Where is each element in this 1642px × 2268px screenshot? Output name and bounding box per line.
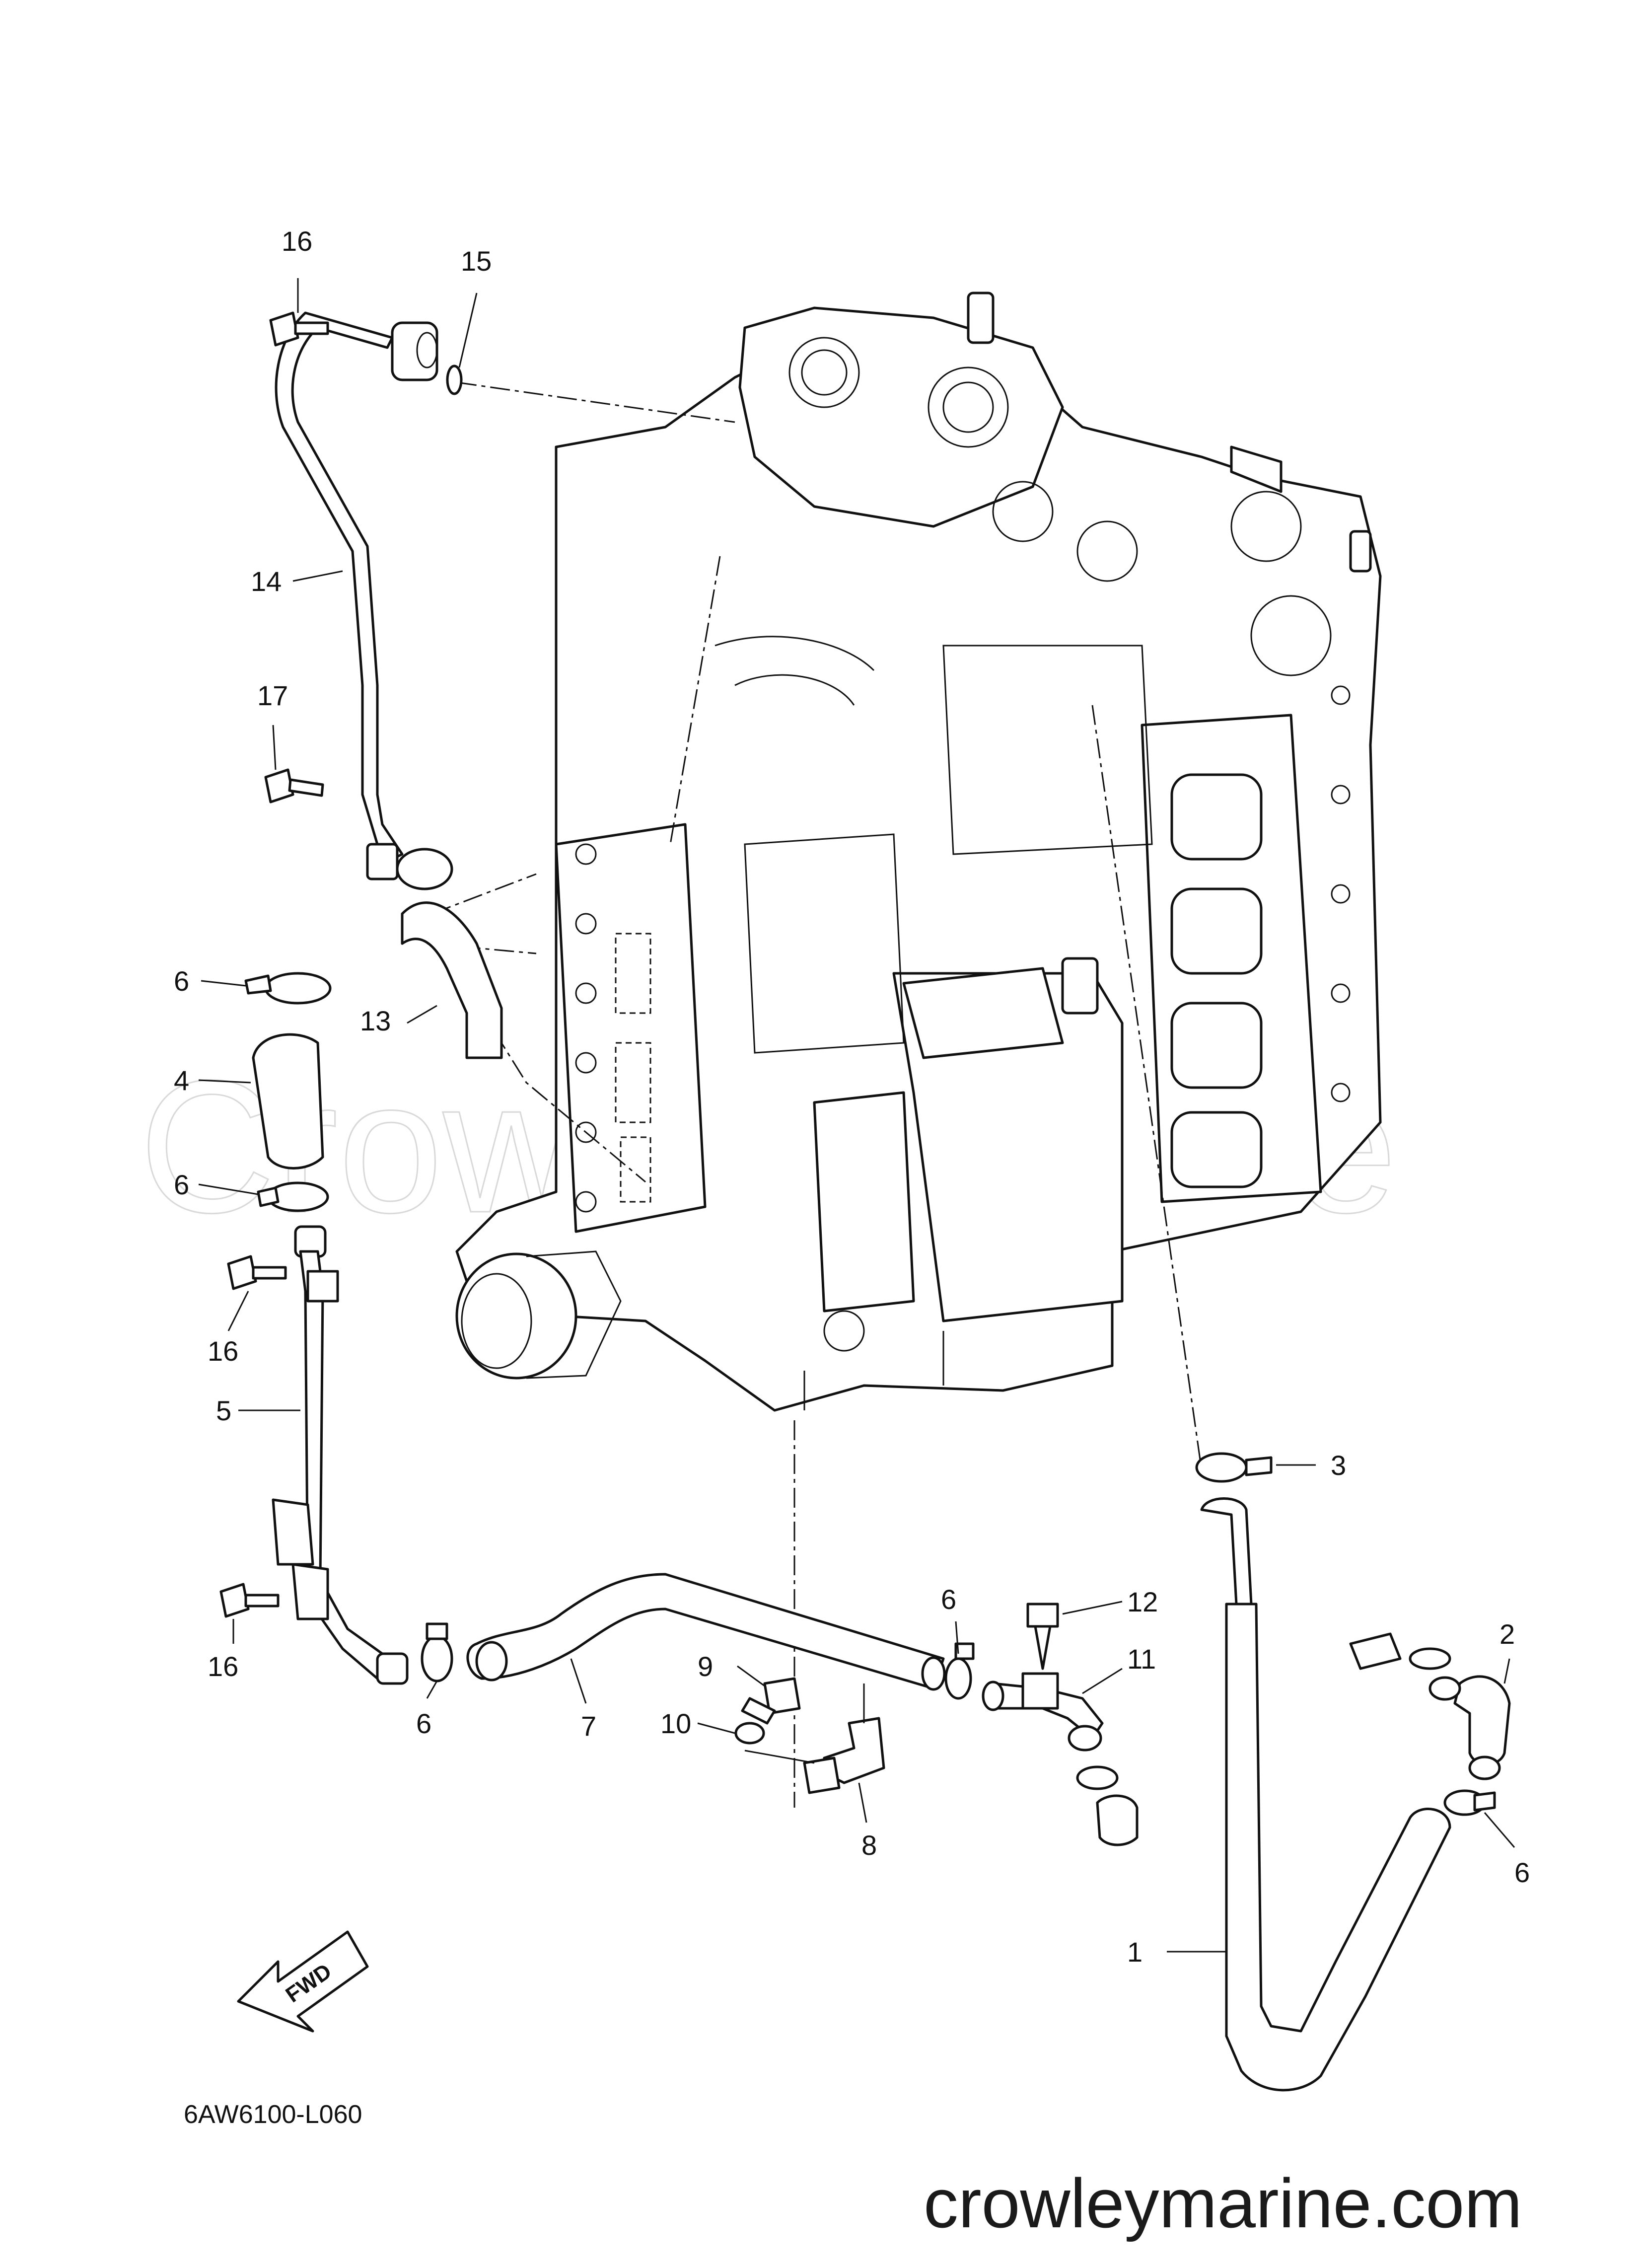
callout-10: 10 [660,1708,691,1739]
callout-4: 4 [174,1065,189,1096]
part-13-hose [401,901,503,1059]
callout-15: 15 [461,245,492,277]
fwd-arrow-icon: FWD [237,1930,369,2033]
callout-3: 3 [1331,1450,1346,1481]
part-6-clamp-c [421,1622,453,1683]
part-1-hose [1200,1497,1451,2092]
callout-6-e: 6 [1514,1857,1530,1888]
leader-lines [198,278,1515,1953]
callout-13: 13 [360,1005,391,1036]
callout-5: 5 [216,1395,231,1426]
callout-7: 7 [581,1710,596,1742]
part-16-bolt-mid [227,1255,287,1290]
engine-block [455,292,1382,1412]
part-7-hose [466,1573,945,1690]
diagram-code: 6AW6100-L060 [184,2100,362,2129]
callout-6-c: 6 [416,1708,431,1739]
part-12-screw [1026,1603,1059,1670]
part-5-pipe [272,1225,409,1685]
callout-16-low: 16 [208,1651,238,1682]
callout-6-d: 6 [941,1584,956,1615]
oil-filter [455,1250,622,1380]
part-6-clamp-a [244,972,332,1005]
callout-2: 2 [1499,1618,1515,1650]
callout-11: 11 [1127,1643,1156,1675]
part-16-bolt-top [269,311,329,347]
callout-6-a: 6 [174,965,189,997]
callout-8: 8 [861,1829,877,1861]
part-9-bolt [741,1677,801,1725]
part-8-bracket [744,1683,885,1794]
part-6-clamp-d [944,1642,975,1700]
part-10-washer [734,1722,765,1745]
part-11-joint [982,1672,1139,1846]
website-footer: crowleymarine.com [924,2164,1522,2242]
part-14-pipe [275,311,453,890]
part-4-hose [252,1033,324,1170]
part-2-elbow [1349,1632,1511,1780]
part-3-clamp [1195,1452,1273,1483]
callout-14: 14 [251,566,282,597]
fuel-module [813,957,1124,1322]
callout-17: 17 [257,680,288,711]
callout-6-b: 6 [174,1169,189,1200]
callout-1: 1 [1127,1936,1142,1968]
callout-16-mid: 16 [208,1335,238,1367]
part-6-clamp-b [257,1181,329,1212]
part-16-bolt-low [219,1583,280,1618]
callout-16-top: 16 [282,225,312,257]
part-15-o-ring [446,365,463,395]
callout-9: 9 [698,1651,713,1682]
callout-12: 12 [1127,1586,1158,1617]
part-6-clamp-e [1443,1789,1496,1816]
callouts: 16 15 14 17 6 4 13 6 16 5 16 6 7 9 10 8 … [174,225,1530,1968]
part-17-bolt [264,768,324,804]
